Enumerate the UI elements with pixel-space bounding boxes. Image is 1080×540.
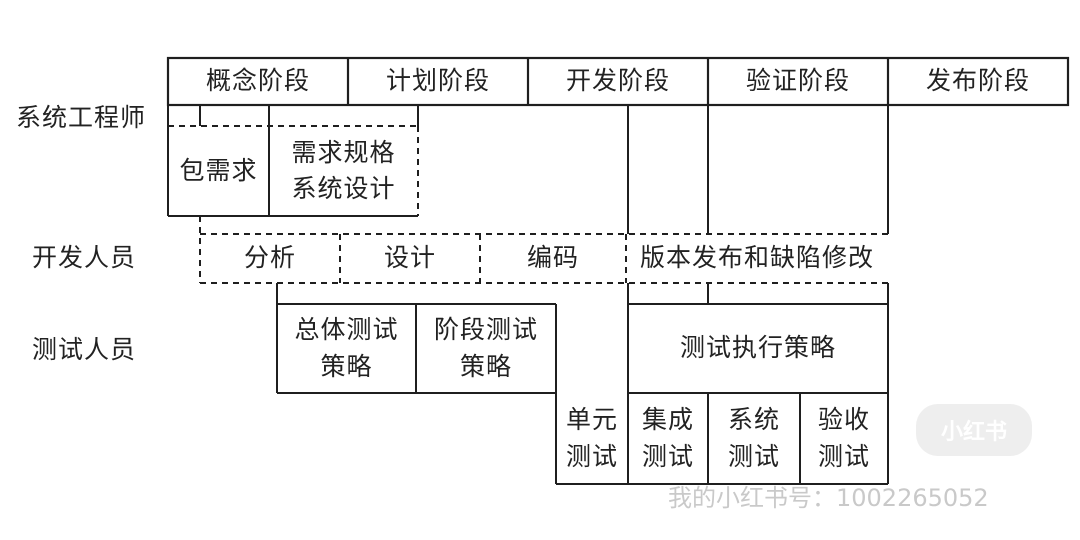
test-level-unit: 单元 测试	[556, 393, 628, 484]
test-level-system: 系统 测试	[708, 393, 800, 484]
strategy-overall-test: 总体测试 策略	[277, 304, 416, 393]
test-level-integration-line1: 集成	[641, 405, 694, 435]
strategy-overall-line2: 策略	[320, 351, 373, 381]
system-engineer-block	[167, 105, 419, 217]
phase-planning: 计划阶段	[385, 66, 490, 96]
test-level-system-line2: 测试	[727, 441, 780, 471]
phase-separator-lines	[627, 105, 889, 304]
strategy-test-execution: 测试执行策略	[679, 333, 836, 363]
task-design: 设计	[383, 243, 436, 273]
test-level-system-line1: 系统	[727, 405, 780, 435]
test-level-unit-line1: 单元	[565, 405, 618, 435]
watermark-text: 我的小红书号：1002265052	[668, 484, 989, 512]
task-requirements-package: 包需求	[179, 155, 258, 185]
test-level-integration-line2: 测试	[641, 441, 694, 471]
phase-concept: 概念阶段	[205, 66, 310, 96]
role-tester: 测试人员	[32, 334, 137, 364]
phase-verification: 验证阶段	[745, 66, 850, 96]
watermark-logo: 小红书	[916, 404, 1032, 456]
task-analysis: 分析	[243, 243, 296, 273]
role-system-engineer: 系统工程师	[16, 102, 147, 132]
test-levels-block	[556, 393, 889, 485]
test-level-acceptance-line2: 测试	[817, 441, 870, 471]
test-level-acceptance-line1: 验收	[817, 405, 870, 435]
task-spec-line1: 需求规格	[291, 137, 396, 167]
strategy-phase-line2: 策略	[459, 351, 512, 381]
test-level-acceptance: 验收 测试	[800, 393, 888, 484]
task-spec-line2: 系统设计	[291, 174, 396, 203]
strategy-phase-line1: 阶段测试	[433, 315, 538, 345]
developer-block	[199, 216, 888, 284]
phase-header-grid	[166, 56, 1070, 107]
task-release-and-defect-fix: 版本发布和缺陷修改	[639, 243, 874, 273]
phase-release: 发布阶段	[925, 66, 1030, 96]
task-requirements-spec-system-design: 需求规格 系统设计	[269, 126, 418, 216]
role-developer: 开发人员	[32, 242, 137, 272]
test-level-integration: 集成 测试	[628, 393, 708, 484]
phase-development: 开发阶段	[565, 66, 670, 96]
strategy-overall-line1: 总体测试	[294, 315, 399, 345]
test-level-unit-line2: 测试	[565, 441, 618, 471]
tester-strategy-block	[276, 283, 889, 484]
strategy-phase-test: 阶段测试 策略	[416, 304, 556, 393]
task-coding: 编码	[526, 243, 579, 273]
